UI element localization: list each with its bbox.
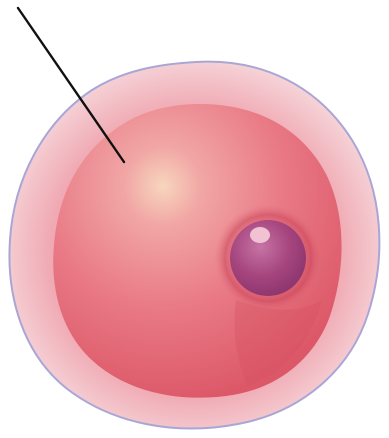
- nucleolus: [250, 227, 270, 243]
